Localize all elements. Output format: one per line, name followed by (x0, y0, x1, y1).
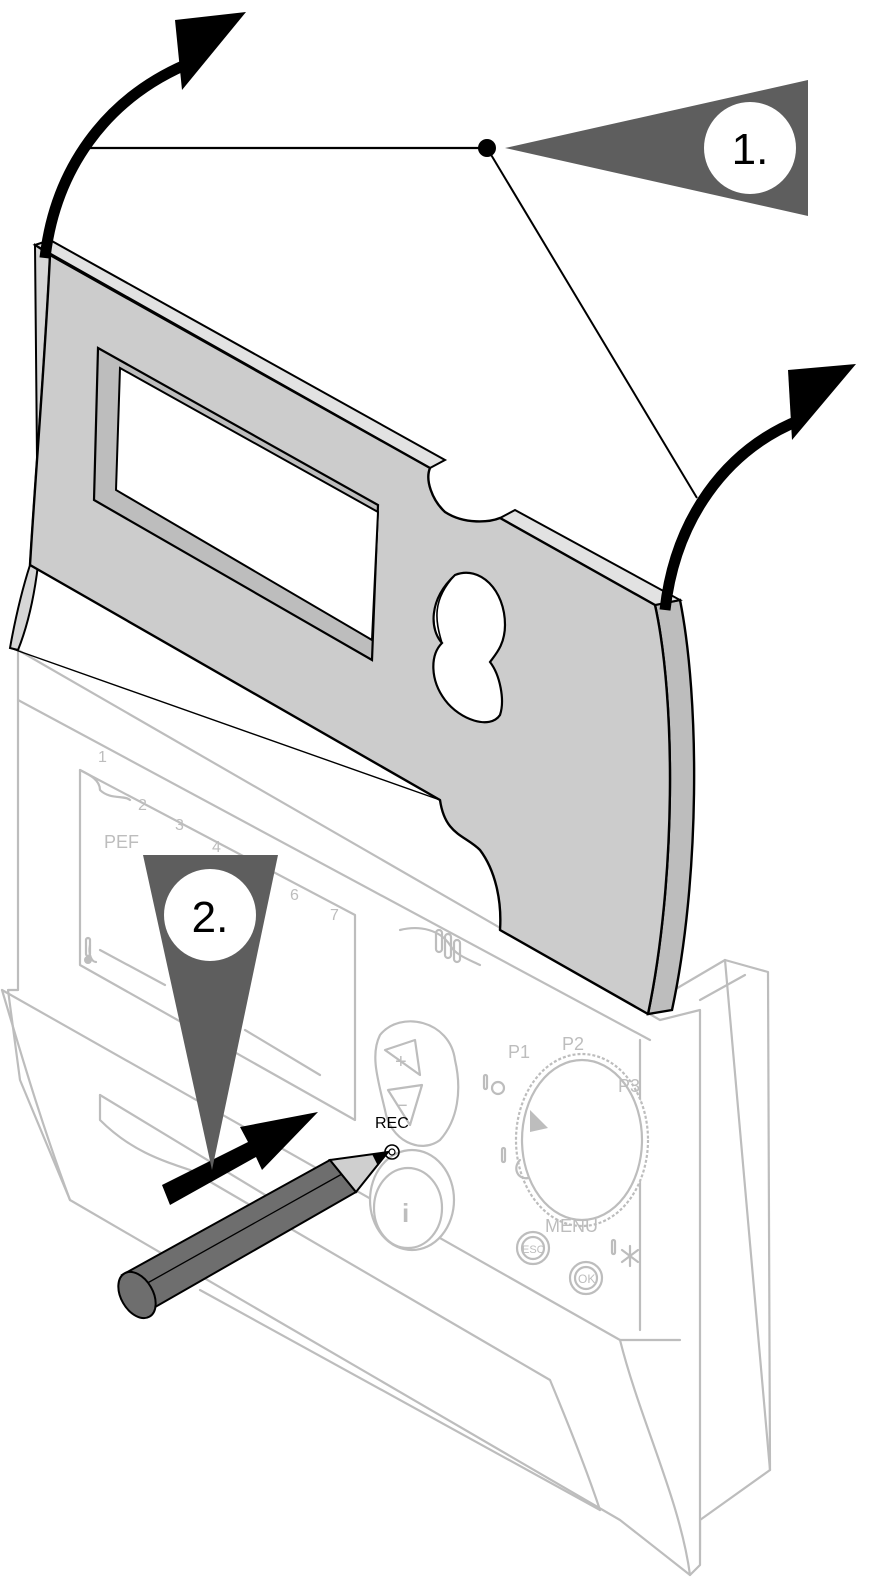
lift-arrow-right (659, 364, 856, 611)
dial-pointer (530, 1110, 548, 1132)
program-label-p3: P3 (618, 1076, 640, 1096)
day-mark-4: 4 (212, 839, 221, 856)
program-dial[interactable] (514, 1052, 650, 1228)
minus-label: − (396, 1095, 408, 1117)
step-1-label: 1. (732, 125, 769, 174)
program-label-p2: P2 (562, 1034, 584, 1054)
callout-2: 2. (143, 855, 278, 1170)
day-mark-3: 3 (175, 817, 184, 834)
removable-cover (8, 238, 696, 1016)
menu-label: MENU (545, 1216, 598, 1236)
callout-1-dot (478, 139, 496, 157)
thermometer-icon (84, 936, 92, 964)
push-arrow (162, 1112, 318, 1205)
ok-button[interactable] (568, 1260, 604, 1296)
moon-thermometer-icon (500, 1146, 530, 1180)
callout-1-badge (704, 102, 796, 194)
plus-label: + (395, 1051, 407, 1073)
day-mark-6: 6 (290, 887, 299, 904)
brand-logo (434, 928, 462, 964)
esc-label: ESC (522, 1244, 545, 1256)
info-label: i (402, 1198, 409, 1228)
day-mark-1: 1 (98, 749, 107, 766)
frost-thermometer-icon (610, 1238, 640, 1268)
callout-1-leader-right (486, 147, 698, 499)
callout-2-badge (164, 869, 256, 961)
plus-button[interactable] (383, 1038, 422, 1077)
pencil (117, 1150, 391, 1320)
rec-label: REC (375, 1115, 409, 1132)
minus-button[interactable] (386, 1083, 424, 1127)
day-mark-7: 7 (330, 907, 339, 924)
display-text-fragment: PEF (104, 832, 139, 852)
step-2-label: 2. (192, 893, 229, 942)
day-mark-2: 2 (138, 797, 147, 814)
info-button[interactable] (368, 1148, 456, 1252)
cover-display-cutout (92, 346, 380, 662)
callout-1: 1. (90, 80, 808, 499)
cover-button-cutout (432, 571, 507, 724)
esc-button[interactable] (515, 1230, 551, 1266)
sun-thermometer-icon (482, 1073, 506, 1096)
ok-label: OK (578, 1272, 595, 1286)
lift-arrow-left (39, 12, 246, 259)
program-label-p1: P1 (508, 1042, 530, 1062)
